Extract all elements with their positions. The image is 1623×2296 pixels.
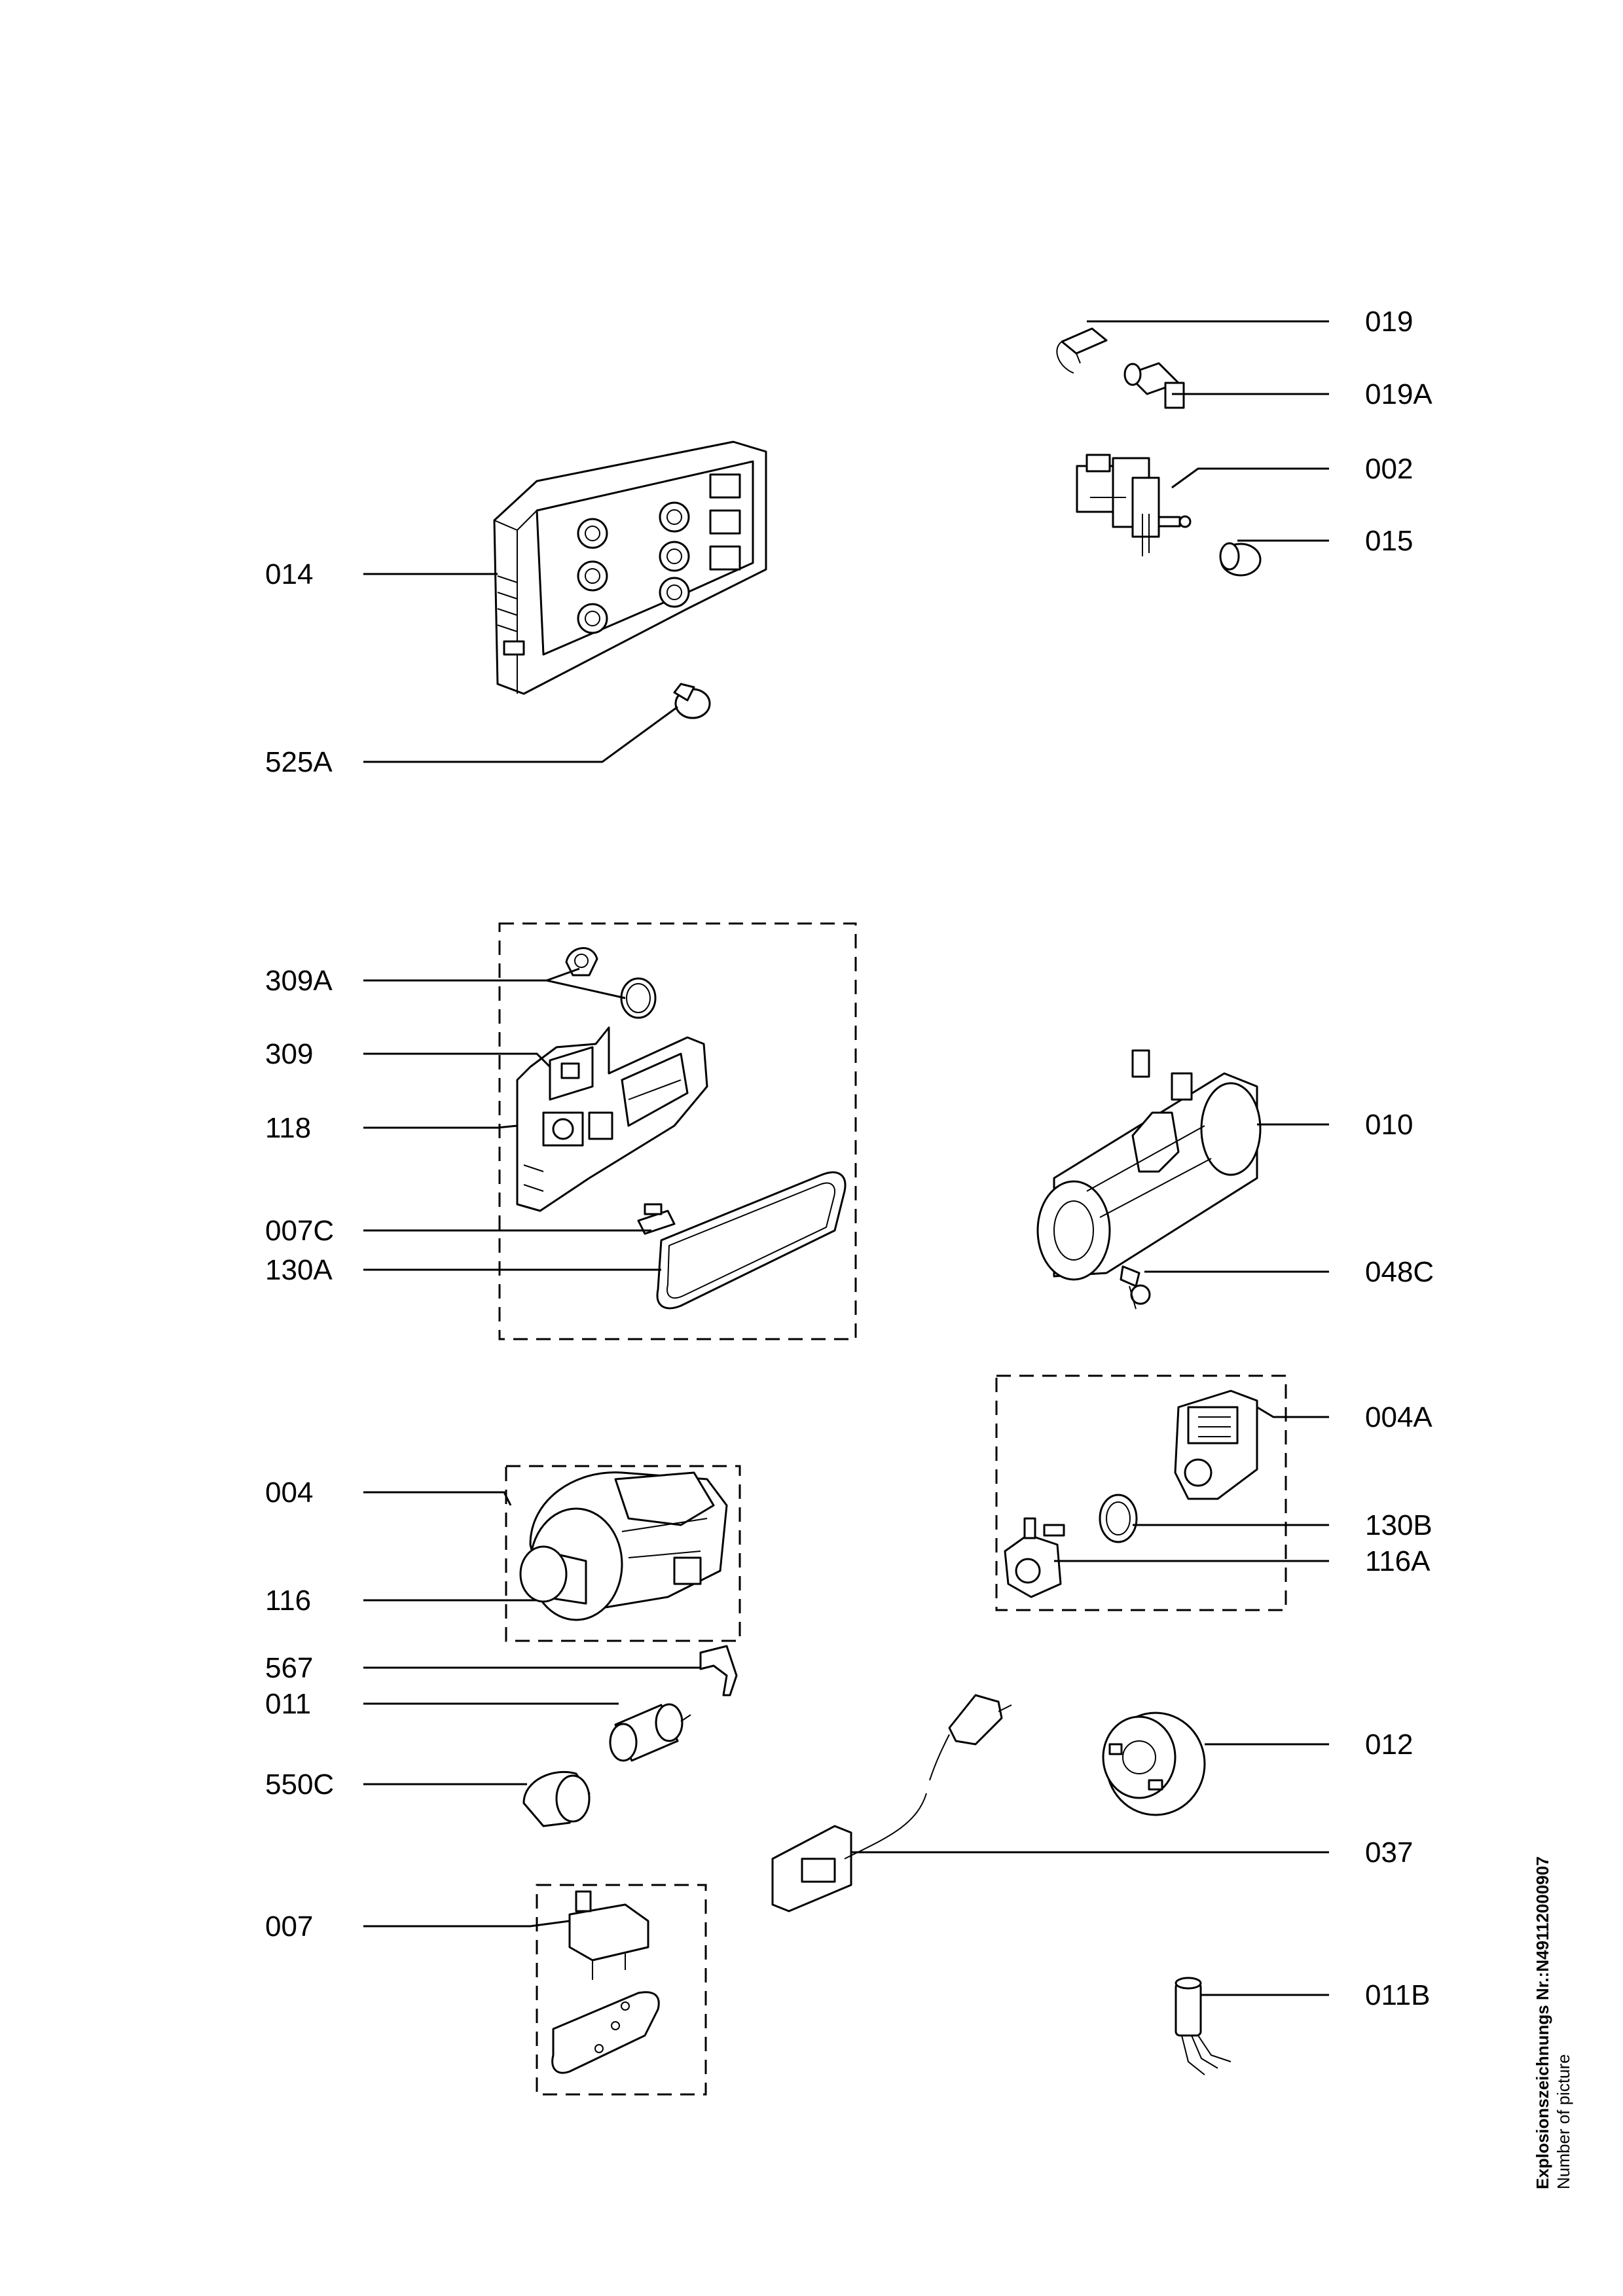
- part-130b-ring-drawing: [1099, 1494, 1138, 1543]
- part-002-switch-drawing: [1076, 454, 1192, 556]
- drawing-number: Explosionszeichnungs Nr.:N49112000907: [1533, 1856, 1552, 2189]
- part-label-004a: 004A: [1365, 1401, 1432, 1433]
- part-037-cable-drawing: [771, 1694, 1012, 1912]
- part-309a-clip-drawing: [565, 947, 657, 1019]
- part-label-007c: 007C: [265, 1215, 334, 1247]
- part-007-switch-drawing: [551, 1890, 660, 2074]
- part-550c-cap-drawing: [522, 1770, 591, 1827]
- part-label-130b: 130B: [1365, 1509, 1432, 1541]
- part-label-004: 004: [265, 1477, 313, 1509]
- part-label-011: 011: [265, 1688, 311, 1720]
- part-011b-suppressor-drawing: [1175, 1977, 1231, 2075]
- part-label-116a: 116A: [1365, 1545, 1431, 1577]
- part-525a-button-drawing: [673, 683, 711, 719]
- part-label-567: 567: [265, 1652, 313, 1684]
- part-label-019: 019: [1365, 306, 1413, 338]
- part-011-capacitor-drawing: [609, 1703, 691, 1762]
- part-label-014: 014: [265, 558, 313, 590]
- part-118-housing-drawing: [516, 1026, 708, 1212]
- part-004a-drain-pump-drawing: [1174, 1390, 1258, 1500]
- part-label-130a: 130A: [265, 1254, 333, 1286]
- group-box-pump: [505, 1465, 741, 1642]
- group-box-switch: [536, 1884, 707, 2096]
- drawing-caption: Number of picture: [1554, 2054, 1573, 2189]
- part-048c-sensor-drawing: [1120, 1265, 1151, 1310]
- part-label-118: 118: [265, 1112, 311, 1144]
- part-label-002: 002: [1365, 453, 1413, 485]
- part-015-cap-drawing: [1219, 542, 1262, 577]
- part-label-525a: 525A: [265, 746, 333, 778]
- part-label-309a: 309A: [265, 965, 333, 997]
- part-label-012: 012: [1365, 1729, 1413, 1761]
- part-label-007: 007: [265, 1910, 313, 1943]
- part-012-motor-drawing: [1102, 1712, 1206, 1816]
- part-019a-knob-drawing: [1123, 362, 1185, 409]
- group-box-drain-pump: [995, 1374, 1287, 1611]
- part-label-309: 309: [265, 1038, 313, 1070]
- part-label-116: 116: [265, 1585, 311, 1617]
- part-019-clip-drawing: [1056, 327, 1108, 374]
- part-label-011b: 011B: [1365, 1979, 1431, 2011]
- part-130a-gasket-drawing: [656, 1171, 847, 1310]
- part-004-pump-drawing: [519, 1471, 728, 1621]
- part-label-550c: 550C: [265, 1768, 334, 1801]
- drawing-number-block: Explosionszeichnungs Nr.:N49112000907 Nu…: [1533, 1856, 1573, 2189]
- group-box-filter-housing: [498, 922, 857, 1340]
- part-567-clip-drawing: [699, 1645, 738, 1696]
- leader-lines: [363, 320, 1329, 1996]
- part-014-control-module-drawing: [493, 440, 767, 695]
- part-116a-valve-drawing: [1004, 1517, 1065, 1598]
- part-label-019a: 019A: [1365, 378, 1432, 410]
- part-010-heater-drawing: [1036, 1049, 1262, 1281]
- part-label-015: 015: [1365, 525, 1413, 557]
- part-007c-clip-drawing: [637, 1203, 676, 1235]
- part-label-048c: 048C: [1365, 1256, 1434, 1288]
- part-label-037: 037: [1365, 1837, 1413, 1869]
- part-label-010: 010: [1365, 1109, 1413, 1141]
